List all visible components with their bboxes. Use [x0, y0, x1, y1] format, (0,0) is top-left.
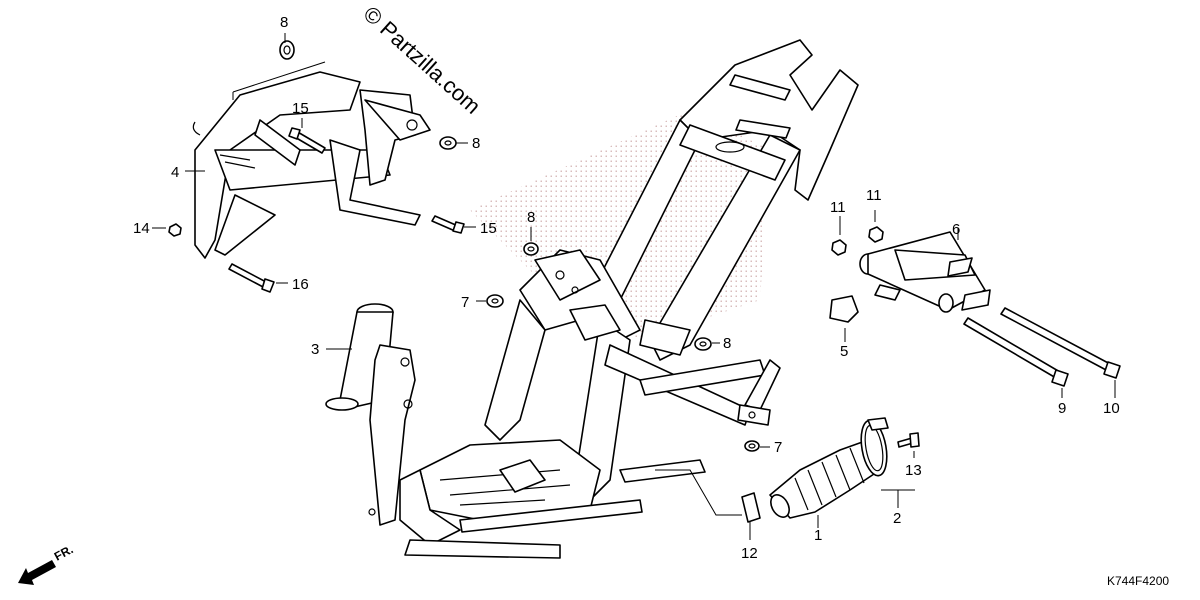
callout-11-right[interactable]: 11	[866, 187, 882, 204]
bolt-16[interactable]	[228, 263, 275, 293]
nut-8-upper-right[interactable]	[439, 136, 457, 150]
callout-1[interactable]: 1	[814, 527, 822, 544]
long-bolt-9[interactable]	[963, 317, 1069, 387]
front-direction-indicator: FR.	[18, 542, 75, 585]
direction-label: FR.	[52, 542, 76, 563]
callout-7-right[interactable]: 7	[774, 439, 782, 456]
front-bracket[interactable]	[192, 71, 431, 259]
nut-7-left[interactable]	[486, 294, 504, 308]
callout-8-top[interactable]: 8	[280, 14, 288, 31]
callout-14[interactable]: 14	[133, 220, 150, 237]
callout-16[interactable]: 16	[292, 276, 309, 293]
callout-3[interactable]: 3	[311, 341, 319, 358]
nut-8-center[interactable]	[523, 242, 539, 256]
nut-14[interactable]	[168, 223, 182, 237]
callout-15-lower[interactable]: 15	[480, 220, 497, 237]
callout-8-center[interactable]: 8	[527, 209, 535, 226]
callout-8-upper[interactable]: 8	[472, 135, 480, 152]
nut-8-right[interactable]	[694, 337, 712, 351]
callout-7-left[interactable]: 7	[461, 294, 469, 311]
long-bolt-10[interactable]	[1000, 307, 1121, 379]
callout-15-upper[interactable]: 15	[292, 100, 309, 117]
callout-9[interactable]: 9	[1058, 400, 1066, 417]
callout-4[interactable]: 4	[171, 164, 179, 181]
nut-11-right[interactable]	[868, 226, 884, 243]
callout-labels: 8 15 8 4 14 15 16 8 7 8 3 7 11 11 6 5 9 …	[133, 14, 1120, 562]
nut-11-left[interactable]	[831, 239, 847, 256]
callout-12[interactable]: 12	[741, 545, 758, 562]
nut-7-right[interactable]	[744, 440, 760, 452]
clip[interactable]	[741, 492, 761, 523]
callout-2[interactable]: 2	[893, 510, 901, 527]
callout-6[interactable]: 6	[952, 221, 960, 238]
main-frame[interactable]	[399, 39, 859, 559]
head-pipe[interactable]	[325, 303, 416, 526]
direction-arrow-icon	[18, 560, 56, 585]
callout-10[interactable]: 10	[1103, 400, 1120, 417]
callout-5[interactable]: 5	[840, 343, 848, 360]
callout-8-right[interactable]: 8	[723, 335, 731, 352]
bolt-13[interactable]	[897, 432, 920, 448]
band-clamp[interactable]	[857, 417, 890, 478]
callout-11-left[interactable]: 11	[830, 199, 846, 216]
cushion[interactable]	[829, 295, 859, 323]
diagram-code: K744F4200	[1107, 574, 1169, 588]
leader-lines	[152, 33, 1116, 540]
rear-cross-pipe[interactable]	[859, 231, 991, 313]
bolt-15-upper[interactable]	[288, 127, 326, 154]
bolt-15-lower[interactable]	[431, 215, 465, 234]
callout-13[interactable]: 13	[905, 462, 922, 479]
nut-8-top[interactable]	[279, 40, 295, 60]
